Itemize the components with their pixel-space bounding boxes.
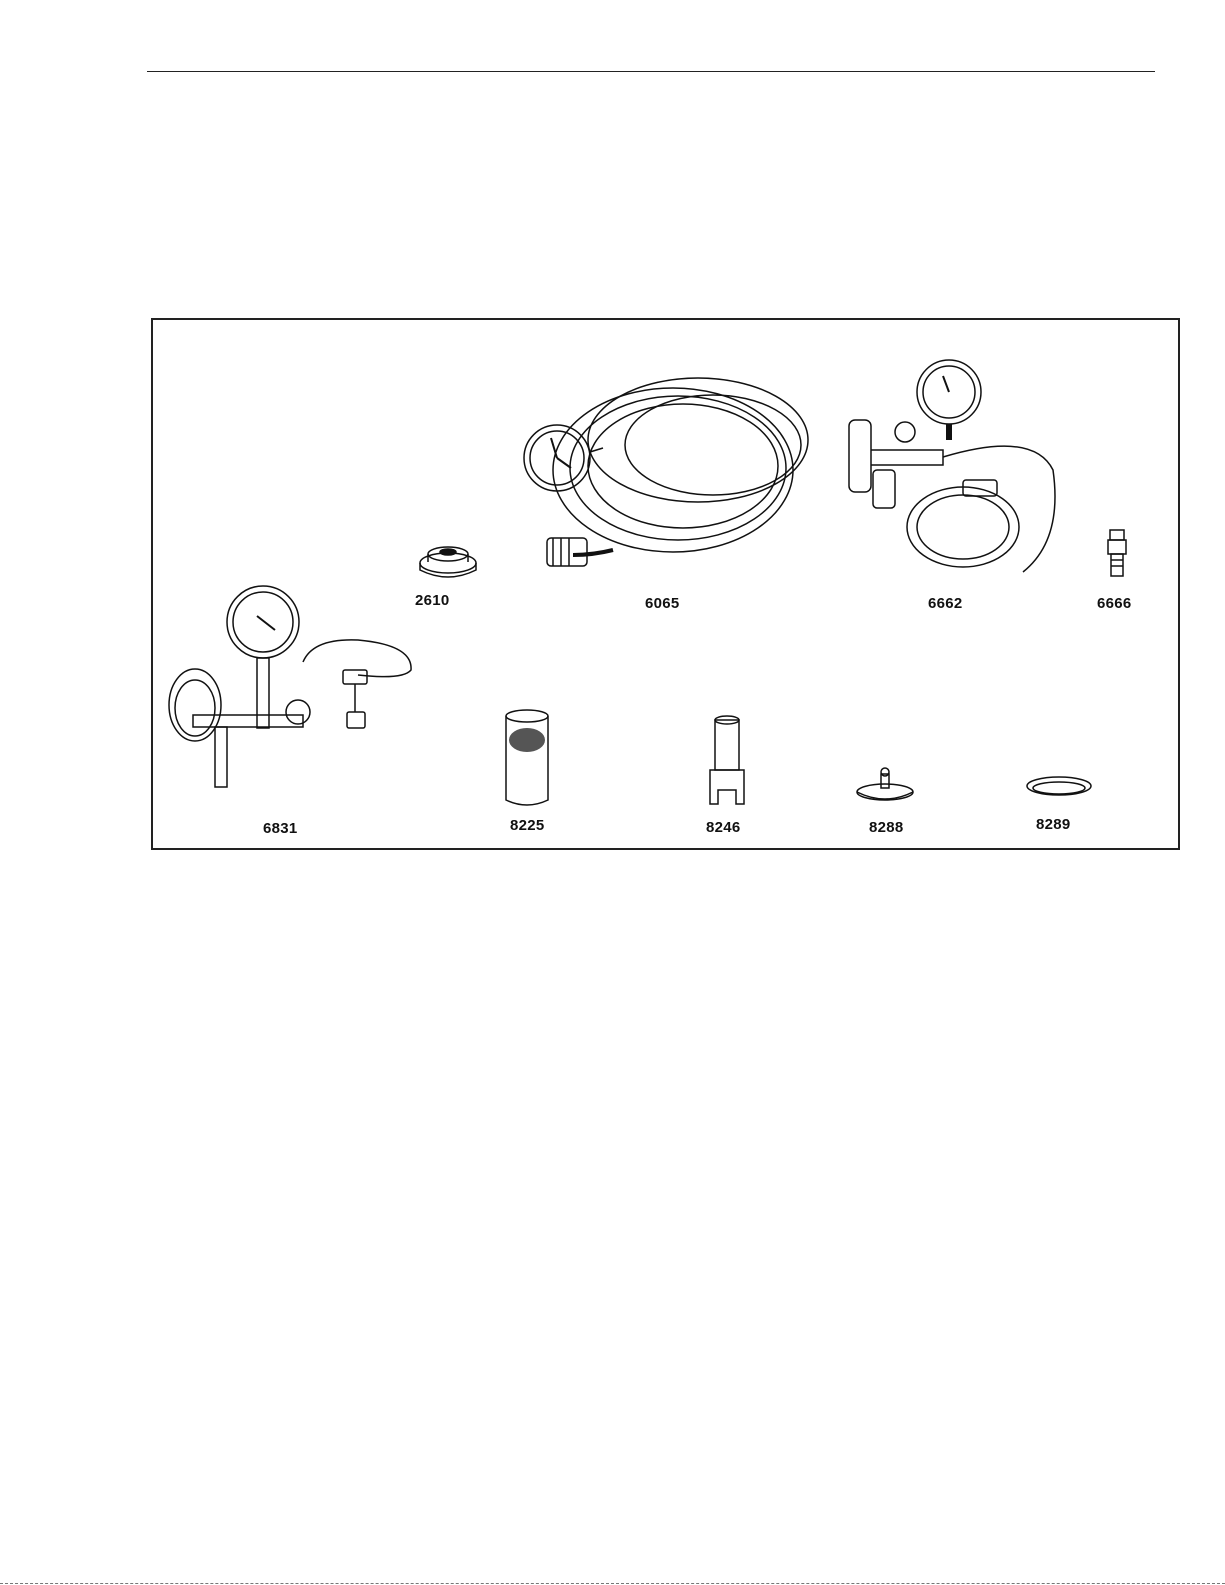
tool-6666-drawing: [1108, 530, 1126, 576]
tool-label-8288: 8288: [869, 819, 904, 836]
header-rule: [147, 71, 1155, 72]
tool-8288-drawing: [857, 768, 913, 800]
tool-6662-drawing: [849, 360, 1055, 572]
tool-2610-drawing: [420, 547, 476, 577]
tool-8289-drawing: [1027, 777, 1091, 795]
tool-8225-drawing: [506, 710, 548, 805]
tool-label-6666: 6666: [1097, 595, 1132, 612]
tool-label-8289: 8289: [1036, 816, 1071, 833]
tool-label-2610: 2610: [415, 592, 450, 609]
tool-label-6831: 6831: [263, 820, 298, 837]
tool-6831-drawing: [169, 586, 411, 787]
tool-8246-drawing: [710, 716, 744, 804]
special-tools-figure: 2610 6065 6662 6666 6831 8225 8246 8288 …: [151, 318, 1180, 850]
page-bottom-edge: [0, 1583, 1225, 1584]
tool-label-6662: 6662: [928, 595, 963, 612]
tool-label-8225: 8225: [510, 817, 545, 834]
tools-illustration: [153, 320, 1182, 852]
tool-label-8246: 8246: [706, 819, 741, 836]
tool-6065-drawing: [524, 378, 808, 566]
tool-label-6065: 6065: [645, 595, 680, 612]
